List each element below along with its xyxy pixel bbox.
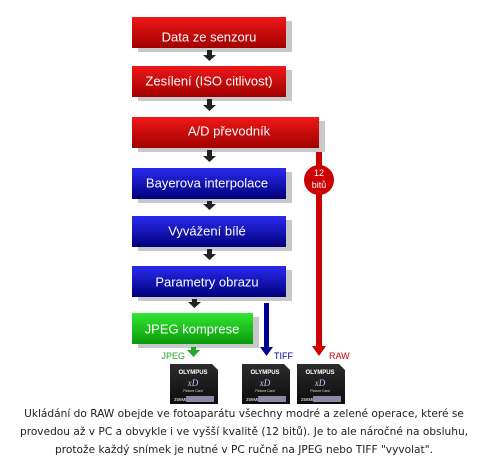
- step-label-4: Bayerova interpolace: [146, 175, 268, 190]
- raw-path-arrow: [312, 152, 326, 356]
- output-label-raw: RAW: [329, 351, 350, 361]
- card-brand: OLYMPUS: [178, 370, 207, 376]
- card-logo: xD: [259, 378, 271, 388]
- raw-badge-number: 12: [314, 168, 324, 178]
- arrow-down-icon: [203, 99, 216, 111]
- jpeg-path-arrow: [187, 347, 200, 357]
- step-label-7: JPEG komprese: [145, 321, 240, 336]
- card-sub: Picture Card: [255, 389, 275, 393]
- memory-card-raw: OLYMPUS xD Picture Card 256MB: [297, 364, 345, 404]
- card-logo: xD: [314, 378, 326, 388]
- step-label-1: Data ze senzoru: [162, 29, 257, 44]
- arrow-down-icon: [188, 299, 201, 308]
- card-capacity: 256MB: [246, 397, 260, 402]
- step-label-3: A/D převodník: [188, 123, 271, 138]
- step-label-2: Zesílení (ISO citlivost): [145, 73, 272, 88]
- step-box-5: Vyvážení bílé: [132, 216, 292, 251]
- step-box-1: Data ze senzoru: [132, 17, 292, 52]
- step-label-5: Vyvážení bílé: [168, 223, 246, 238]
- raw-badge-unit: bitů: [312, 180, 327, 190]
- raw-bit-badge: 12 bitů: [304, 165, 334, 195]
- step-box-2: Zesílení (ISO citlivost): [132, 66, 292, 101]
- output-label-jpeg: JPEG: [161, 351, 185, 361]
- arrow-down-icon: [203, 249, 216, 260]
- card-capacity: 256MB: [174, 397, 188, 402]
- arrow-down-icon: [203, 201, 216, 210]
- memory-card-jpeg: OLYMPUS xD Picture Card 256MB: [170, 364, 218, 404]
- card-sub: Picture Card: [183, 389, 203, 393]
- card-capacity: 256MB: [301, 397, 315, 402]
- tiff-path-arrow: [260, 303, 273, 356]
- card-brand: OLYMPUS: [250, 370, 279, 376]
- step-box-6: Parametry obrazu: [132, 266, 292, 301]
- output-label-tiff: TIFF: [274, 351, 293, 361]
- step-box-3: A/D převodník: [132, 117, 325, 152]
- card-logo: xD: [187, 378, 199, 388]
- arrow-down-icon: [203, 150, 216, 162]
- card-sub: Picture Card: [310, 389, 330, 393]
- card-brand: OLYMPUS: [305, 370, 334, 376]
- figure-caption: Ukládání do RAW obejde ve fotoaparátu vš…: [19, 408, 469, 456]
- step-label-6: Parametry obrazu: [155, 274, 258, 289]
- memory-card-tiff: OLYMPUS xD Picture Card 256MB: [242, 364, 290, 404]
- step-box-7: JPEG komprese: [132, 313, 259, 348]
- arrow-down-icon: [203, 50, 216, 61]
- step-box-4: Bayerova interpolace: [132, 168, 292, 203]
